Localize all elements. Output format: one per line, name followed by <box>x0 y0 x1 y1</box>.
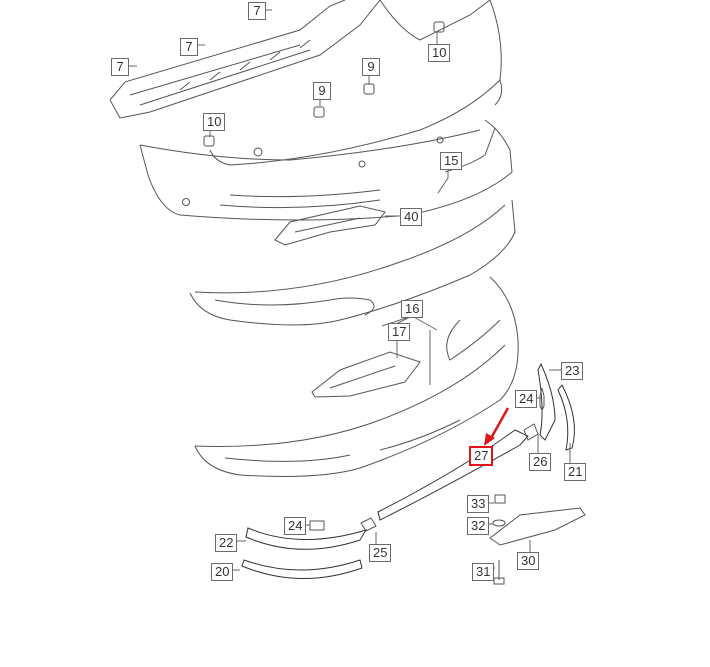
part-24-clip <box>309 520 325 531</box>
callout-26[interactable]: 26 <box>529 453 552 471</box>
callout-7[interactable]: 7 <box>180 38 198 56</box>
red-pointer-arrow <box>484 407 510 446</box>
callout-7[interactable]: 7 <box>248 2 266 20</box>
part-9-sensor-a <box>313 106 325 118</box>
part-33-clip <box>494 494 506 504</box>
callout-17[interactable]: 17 <box>388 323 411 341</box>
callout-24[interactable]: 24 <box>284 517 307 535</box>
callout-30[interactable]: 30 <box>517 552 540 570</box>
callout-32[interactable]: 32 <box>467 517 490 535</box>
grille-23 <box>537 362 556 441</box>
callout-22[interactable]: 22 <box>215 534 238 552</box>
callout-7[interactable]: 7 <box>111 58 129 76</box>
grille-20 <box>241 559 363 579</box>
grille-21 <box>557 384 575 451</box>
bumper-lower-16 <box>194 276 519 477</box>
grille-27 <box>377 429 529 521</box>
part-17-tray <box>311 351 421 398</box>
callout-23[interactable]: 23 <box>561 362 584 380</box>
part-30-undertray <box>489 507 586 546</box>
callout-40[interactable]: 40 <box>400 208 423 226</box>
part-31-bolt <box>493 560 505 585</box>
callout-10[interactable]: 10 <box>203 113 226 131</box>
leader-lines <box>125 9 571 571</box>
callout-20[interactable]: 20 <box>211 563 234 581</box>
callout-31[interactable]: 31 <box>472 563 495 581</box>
callout-16[interactable]: 16 <box>401 300 424 318</box>
callout-9[interactable]: 9 <box>362 58 380 76</box>
callout-9[interactable]: 9 <box>313 82 331 100</box>
bumper-reinforcement-beam <box>109 0 381 119</box>
part-9-sensor-b <box>363 83 375 95</box>
callout-27-highlighted[interactable]: 27 <box>469 446 494 466</box>
part-32-washer <box>492 519 506 527</box>
callout-10[interactable]: 10 <box>428 44 451 62</box>
callout-15[interactable]: 15 <box>440 152 463 170</box>
part-10-bracket-a <box>433 21 445 33</box>
callout-24[interactable]: 24 <box>515 390 538 408</box>
part-40-bracket <box>274 205 386 246</box>
callout-25[interactable]: 25 <box>369 544 392 562</box>
callout-33[interactable]: 33 <box>467 495 490 513</box>
part-10-bracket-b <box>203 135 215 147</box>
bumper-cover-15 <box>139 119 513 221</box>
bumper-upper-cover <box>209 0 503 166</box>
callout-21[interactable]: 21 <box>564 463 587 481</box>
part-24-pin <box>539 387 545 412</box>
bumper-diffuser <box>189 199 516 326</box>
part-25-bracket <box>360 517 377 532</box>
